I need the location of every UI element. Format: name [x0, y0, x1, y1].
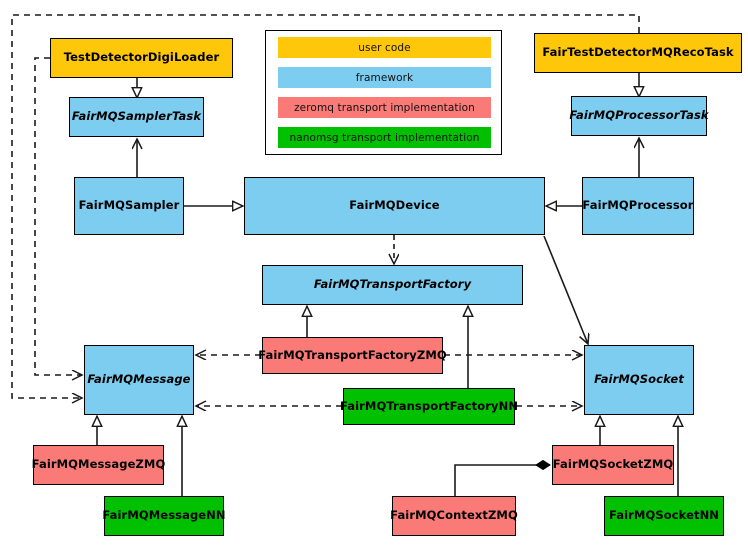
class-box-fairmqsampler[interactable]: FairMQSampler — [74, 177, 184, 235]
class-box-fairmqmessagenn[interactable]: FairMQMessageNN — [102, 496, 226, 536]
class-label: FairMQTransportFactory — [313, 277, 472, 292]
class-box-fairmqsamplertask[interactable]: FairMQSamplerTask — [69, 97, 204, 137]
class-box-fairmqsocketnn[interactable]: FairMQSocketNN — [604, 496, 724, 536]
class-label: FairMQMessageZMQ — [31, 457, 166, 472]
class-label: FairMQTransportFactoryZMQ — [258, 347, 447, 362]
class-label: FairMQProcessor — [582, 198, 694, 213]
legend-item-nanomsg: nanomsg transport implementation — [278, 127, 491, 148]
class-label: FairMQSocket — [594, 372, 684, 387]
class-box-fairmqtransportfactorynn[interactable]: FairMQTransportFactoryNN — [339, 388, 519, 425]
class-label: FairMQContextZMQ — [390, 508, 518, 523]
class-box-fairmqcontextzmq[interactable]: FairMQContextZMQ — [390, 496, 518, 536]
legend-label: zeromq transport implementation — [294, 101, 475, 114]
class-label: FairMQSampler — [78, 198, 180, 213]
class-box-testdetectordigiloader[interactable]: TestDetectorDigiLoader — [50, 38, 233, 78]
class-box-fairmqdevice[interactable]: FairMQDevice — [244, 177, 545, 235]
edge-device-socket — [543, 235, 588, 344]
legend-label: nanomsg transport implementation — [289, 131, 480, 144]
class-box-fairmqmessage[interactable]: FairMQMessage — [84, 345, 194, 415]
class-box-fairmqtransportfactoryzmq[interactable]: FairMQTransportFactoryZMQ — [258, 337, 447, 374]
class-label: FairMQSocketZMQ — [552, 457, 674, 472]
class-label: FairMQMessage — [87, 372, 191, 387]
legend-label: framework — [355, 71, 414, 84]
legend-label: user code — [358, 41, 411, 54]
class-box-fairmqprocessortask[interactable]: FairMQProcessorTask — [569, 96, 709, 136]
class-box-fairtestdetectormqrecotask[interactable]: FairTestDetectorMQRecoTask — [534, 33, 742, 73]
legend-item-zeromq: zeromq transport implementation — [278, 97, 491, 118]
class-label: FairMQProcessorTask — [569, 108, 709, 123]
class-label: FairMQSocketNN — [608, 508, 720, 523]
class-label: FairMQTransportFactoryNN — [339, 398, 519, 413]
class-box-fairmqtransportfactory[interactable]: FairMQTransportFactory — [262, 265, 523, 305]
legend-item-framework: framework — [278, 67, 491, 88]
class-box-fairmqmessagezmq[interactable]: FairMQMessageZMQ — [31, 445, 166, 485]
class-label: FairMQSamplerTask — [71, 109, 202, 124]
class-box-fairmqsocketzmq[interactable]: FairMQSocketZMQ — [552, 445, 674, 485]
class-label: TestDetectorDigiLoader — [63, 50, 220, 65]
class-box-fairmqsocket[interactable]: FairMQSocket — [584, 345, 694, 415]
class-label: FairMQDevice — [349, 198, 440, 213]
class-box-fairmqprocessor[interactable]: FairMQProcessor — [582, 177, 694, 235]
legend-panel: user code framework zeromq transport imp… — [265, 30, 502, 155]
edge-recotask-message — [11, 14, 640, 398]
class-label: FairMQMessageNN — [102, 508, 226, 523]
edge-socketzmq-contextzmq — [454, 459, 551, 496]
edge-digiloader-message — [34, 57, 82, 375]
legend-item-user-code: user code — [278, 37, 491, 58]
class-label: FairTestDetectorMQRecoTask — [542, 45, 734, 60]
